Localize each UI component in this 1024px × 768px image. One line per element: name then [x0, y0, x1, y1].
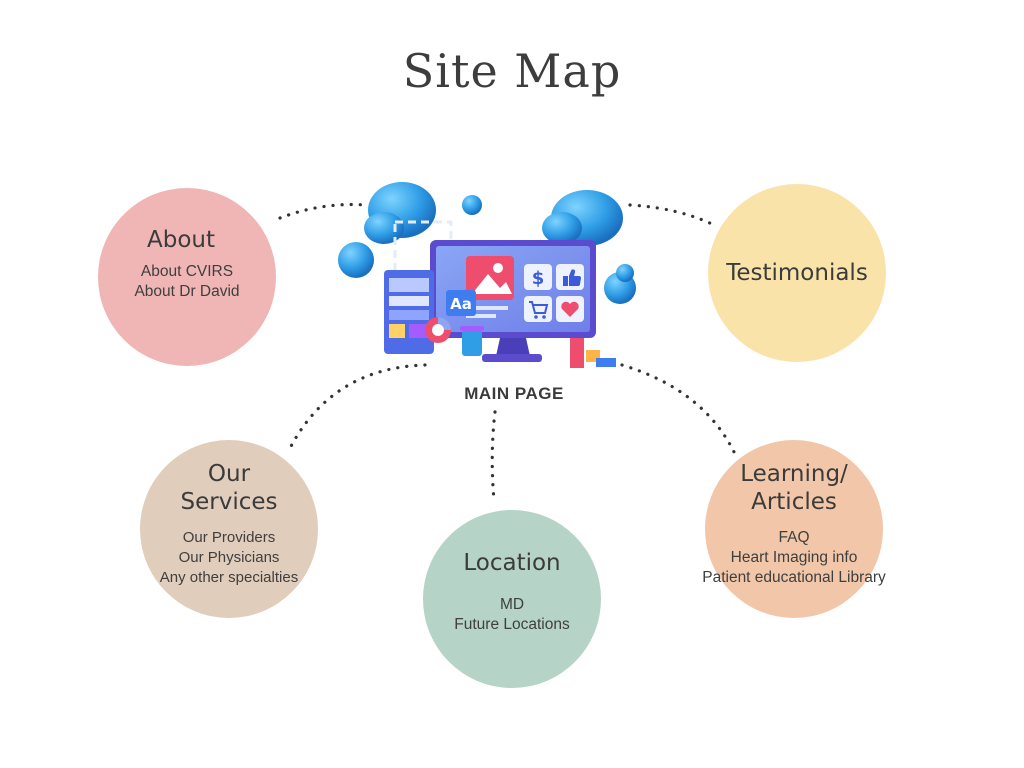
testimonials-node[interactable]: Testimonials	[708, 184, 886, 362]
connector-testimonials	[628, 203, 718, 228]
about-item[interactable]: About CVIRS	[140, 263, 234, 280]
location-item[interactable]: Future Locations	[454, 616, 570, 633]
learning-title: Learning/ Articles	[740, 461, 848, 515]
about-node[interactable]: About About CVIRS About Dr David	[98, 188, 276, 366]
chart-icon	[425, 317, 451, 343]
learning-item[interactable]: FAQ	[778, 529, 810, 546]
learning-item[interactable]: Patient educational Library	[702, 569, 886, 586]
dollar-icon: $	[524, 264, 552, 290]
cart-icon	[524, 296, 552, 322]
testimonials-title: Testimonials	[726, 260, 868, 286]
learning-node[interactable]: Learning/ Articles FAQ Heart Imaging inf…	[702, 440, 886, 618]
connector-about	[278, 202, 368, 220]
location-title: Location	[463, 550, 561, 576]
services-item[interactable]: Our Physicians	[178, 549, 280, 566]
main-page-illustration: $ Aa	[338, 182, 636, 368]
connector-services	[286, 363, 427, 454]
about-item[interactable]: About Dr David	[134, 283, 240, 300]
svg-text:Aa: Aa	[450, 295, 472, 313]
cloud-icon	[338, 182, 636, 304]
thumbs-up-icon	[556, 264, 584, 290]
svg-text:$: $	[532, 268, 545, 289]
main-page-label: MAIN PAGE	[464, 384, 564, 403]
learning-item[interactable]: Heart Imaging info	[730, 549, 858, 566]
services-item[interactable]: Our Providers	[182, 529, 276, 546]
connector-location	[490, 410, 497, 502]
heart-icon	[556, 296, 584, 322]
services-item[interactable]: Any other specialties	[159, 569, 299, 586]
connector-learning	[620, 363, 738, 458]
page-title: Site Map	[402, 44, 622, 98]
font-icon: Aa	[446, 290, 476, 316]
location-node[interactable]: Location MD Future Locations	[423, 510, 601, 688]
services-title: Our Services	[180, 461, 278, 515]
tablet-icon	[384, 270, 434, 354]
location-item[interactable]: MD	[499, 596, 525, 613]
services-node[interactable]: Our Services Our Providers Our Physician…	[140, 440, 318, 618]
image-icon	[466, 256, 514, 300]
about-title: About	[146, 227, 215, 253]
